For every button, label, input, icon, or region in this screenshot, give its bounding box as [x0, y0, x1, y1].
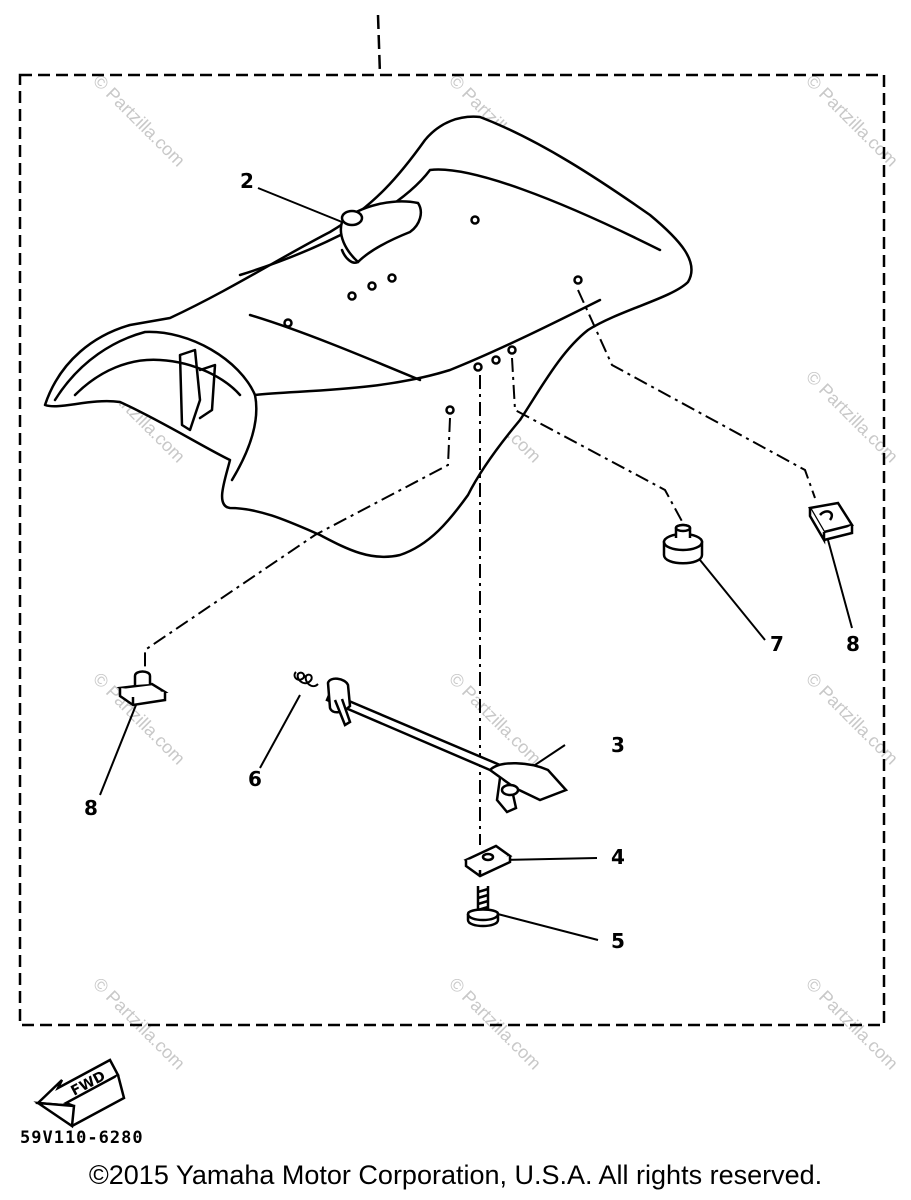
clip-part-8-right — [808, 501, 854, 545]
clip-part-8-left — [116, 670, 169, 707]
callout-7: 7 — [770, 632, 784, 656]
fwd-arrow-icon — [33, 1058, 126, 1129]
watermark: © Partzilla.com — [89, 71, 189, 171]
bolt-part-5 — [466, 886, 500, 928]
assembly-leader — [376, 14, 382, 76]
watermark: © Partzilla.com — [89, 974, 189, 1074]
callout-5: 5 — [611, 929, 625, 953]
damper-part-7 — [662, 523, 704, 565]
watermark: © Partzilla.com — [445, 974, 545, 1074]
watermark: © Partzilla.com — [802, 669, 902, 769]
callout-8-right: 8 — [846, 632, 860, 656]
callout-lines — [99, 187, 853, 941]
copyright-notice: ©2015 Yamaha Motor Corporation, U.S.A. A… — [88, 1160, 823, 1190]
part-code: 59V110-6280 — [20, 1128, 144, 1148]
callout-8-left: 8 — [84, 796, 98, 820]
callout-4: 4 — [611, 845, 625, 869]
callout-2: 2 — [240, 169, 254, 193]
callout-3: 3 — [611, 733, 625, 757]
watermark: © Partzilla.com — [802, 71, 902, 171]
rod-part-3 — [325, 677, 569, 814]
watermark: © Partzilla.com — [802, 974, 902, 1074]
nut-part-4 — [463, 844, 513, 878]
watermark: © Partzilla.com — [802, 367, 902, 467]
spring-part-6 — [293, 671, 319, 688]
callout-6: 6 — [248, 767, 262, 791]
assembly-border — [18, 73, 886, 1027]
seat — [43, 115, 693, 559]
